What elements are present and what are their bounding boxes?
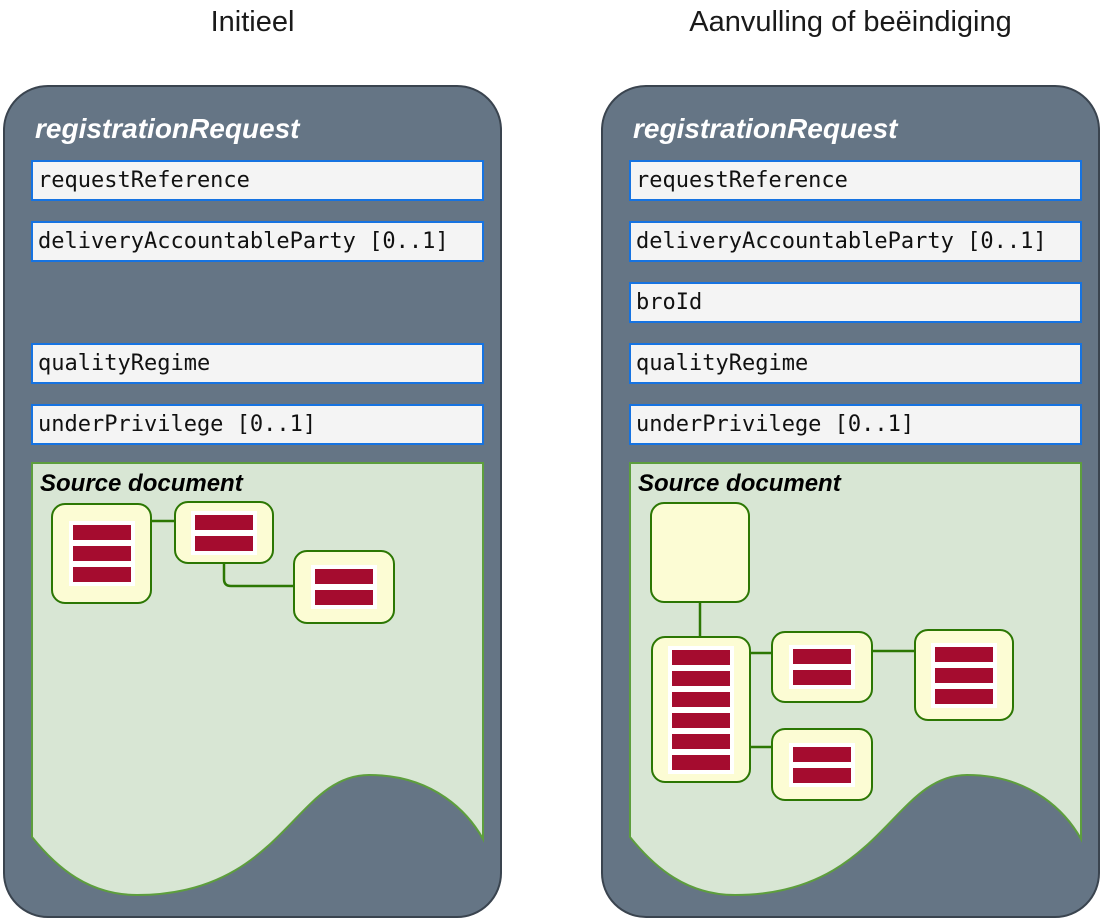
field-deliveryAccountableParty: deliveryAccountableParty [0..1] — [629, 221, 1082, 262]
record-bar — [935, 667, 993, 683]
panel-header: registrationRequest — [35, 113, 300, 144]
field-broId: broId — [629, 282, 1082, 323]
record-rows — [931, 642, 997, 708]
record-bar — [672, 691, 730, 707]
record-bar — [935, 688, 993, 704]
record-bar — [195, 535, 253, 551]
record-bar — [672, 670, 730, 686]
record-bar — [793, 767, 851, 783]
field-qualityRegime: qualityRegime — [31, 343, 484, 384]
record-bar — [72, 546, 131, 561]
field-underPrivilege: underPrivilege [0..1] — [31, 404, 484, 445]
record-bar — [672, 733, 730, 749]
field-qualityRegime: qualityRegime — [629, 343, 1082, 384]
source-document-area: Source document — [629, 462, 1082, 912]
document-node — [174, 501, 274, 564]
record-bar — [672, 712, 730, 728]
source-document-area: Source document — [31, 462, 484, 912]
connector-lines — [698, 603, 914, 749]
document-node — [771, 728, 873, 801]
document-node — [914, 629, 1014, 721]
record-rows — [789, 742, 855, 787]
record-bar — [935, 646, 993, 662]
field-underPrivilege: underPrivilege [0..1] — [629, 404, 1082, 445]
record-bar — [793, 670, 851, 685]
panel-initieel: registrationRequest requestReference del… — [3, 85, 502, 918]
record-bar — [195, 514, 253, 530]
record-bar — [793, 649, 851, 664]
field-requestReference: requestReference — [629, 160, 1082, 201]
field-deliveryAccountableParty: deliveryAccountableParty [0..1] — [31, 221, 484, 262]
field-requestReference: requestReference — [31, 160, 484, 201]
column-title-aanvulling: Aanvulling of beëindiging — [689, 6, 1012, 38]
source-document-title: Source document — [638, 470, 841, 497]
record-bar — [793, 746, 851, 762]
document-node — [293, 550, 395, 624]
panel-header: registrationRequest — [633, 113, 898, 144]
record-bar — [315, 590, 373, 605]
document-node — [651, 636, 751, 783]
connector-lines — [152, 519, 293, 588]
panel-aanvulling: registrationRequest requestReference del… — [601, 85, 1100, 918]
document-node — [771, 631, 873, 703]
record-rows — [191, 510, 257, 555]
column-title-initieel: Initieel — [210, 6, 295, 38]
record-rows — [68, 521, 135, 586]
record-bar — [72, 567, 131, 582]
record-rows — [789, 645, 855, 689]
source-document-title: Source document — [40, 470, 243, 497]
record-bar — [315, 569, 373, 584]
record-rows — [311, 565, 377, 609]
record-bar — [672, 649, 730, 665]
record-bar — [72, 525, 131, 540]
record-bar — [672, 754, 730, 770]
document-node — [650, 502, 750, 603]
document-node — [51, 503, 152, 604]
record-rows — [668, 645, 734, 774]
